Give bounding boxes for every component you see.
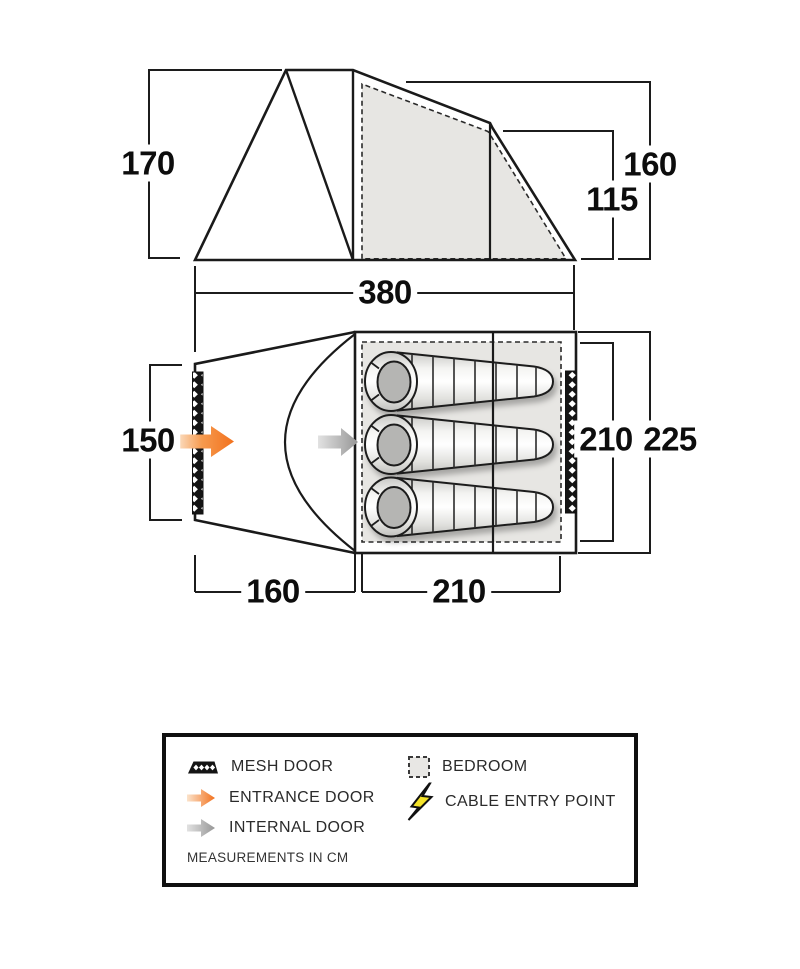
measurements-note: MEASUREMENTS IN CM — [187, 850, 349, 865]
tent-diagram-canvas — [148, 68, 651, 593]
internal-door-arrow-icon — [318, 428, 358, 456]
legend-label: CABLE ENTRY POINT — [445, 793, 616, 810]
dim-bedroom-width-label: 210 — [574, 420, 638, 458]
dim-total-length-label: 380 — [353, 273, 417, 311]
legend-item-bedroom: BEDROOM — [407, 754, 527, 780]
dim-rear-lower-height-label: 115 — [581, 180, 643, 218]
dim-rear-height-label: 160 — [618, 145, 682, 183]
mesh-door-icon — [188, 761, 218, 773]
dim-porch-length-label: 160 — [241, 572, 305, 610]
bedroom-area-elevation — [361, 82, 568, 260]
dim-tent-width-label: 225 — [638, 420, 702, 458]
entrance-door-icon — [187, 789, 215, 807]
bedroom-icon — [408, 756, 430, 778]
legend-label: ENTRANCE DOOR — [229, 789, 375, 806]
inner-door-arc — [283, 333, 356, 552]
internal-door-icon — [187, 819, 215, 837]
legend-label: MESH DOOR — [231, 758, 334, 775]
tent-side-elevation — [192, 68, 578, 262]
cable-entry-point-icon — [407, 782, 434, 821]
tent-elevation-outline — [192, 68, 578, 262]
legend-label: BEDROOM — [442, 758, 528, 775]
legend-item-internal-door: INTERNAL DOOR — [186, 815, 365, 841]
dim-peak-height-label: 170 — [116, 144, 180, 182]
tent-floor-plan — [176, 330, 578, 555]
legend-item-cable-entry: CABLE ENTRY POINT — [405, 782, 616, 822]
dim-bedroom-length-label: 210 — [427, 572, 491, 610]
entrance-door-arrow-icon — [176, 426, 234, 457]
legend-label: INTERNAL DOOR — [229, 819, 366, 836]
legend-item-mesh-door: MESH DOOR — [186, 754, 333, 780]
legend-item-entrance-door: ENTRANCE DOOR — [186, 785, 375, 811]
legend-box: MESH DOOR ENTRANCE DOOR INTERNAL DOOR — [162, 733, 638, 887]
dim-porch-width-label: 150 — [116, 421, 180, 459]
